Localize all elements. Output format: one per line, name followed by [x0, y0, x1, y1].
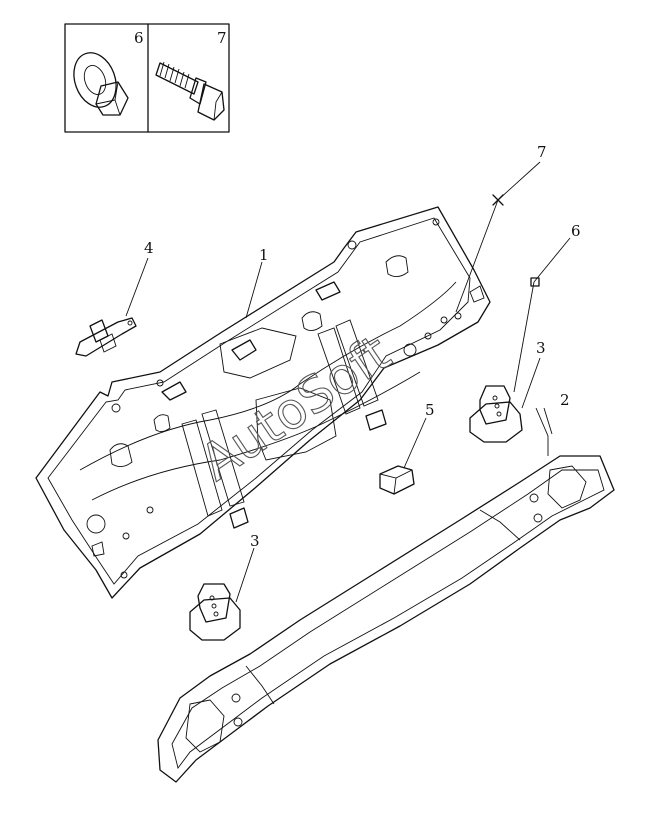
- watermark-text: AutoSoft: [190, 324, 400, 492]
- callout-7: 7: [537, 143, 547, 161]
- callout-3-upper: 3: [536, 339, 546, 357]
- callout-6: 6: [571, 222, 581, 240]
- mount-part-3-lower: [189, 583, 241, 641]
- flange-bolt-icon: [155, 61, 225, 121]
- inset-label-bolt: 7: [217, 29, 227, 47]
- callout-3-lower: 3: [250, 532, 260, 550]
- fastener-inset-box: 6 7: [64, 23, 230, 133]
- callout-1: 1: [259, 246, 269, 264]
- clip-part-4: [75, 317, 137, 357]
- mount-part-3-upper: [469, 385, 523, 443]
- rear-panel-part: [35, 206, 491, 599]
- callout-5: 5: [425, 401, 435, 419]
- bracket-part-5: [379, 465, 415, 495]
- inset-label-nut: 6: [134, 29, 144, 47]
- callout-2: 2: [560, 391, 570, 409]
- callout-4: 4: [144, 239, 154, 257]
- crossmember-part-2: [157, 455, 615, 783]
- flange-nut-icon: [73, 52, 129, 116]
- leader-lines: [125, 161, 571, 603]
- callout-labels: 1 2 3 3 4 5 6 7: [144, 143, 581, 550]
